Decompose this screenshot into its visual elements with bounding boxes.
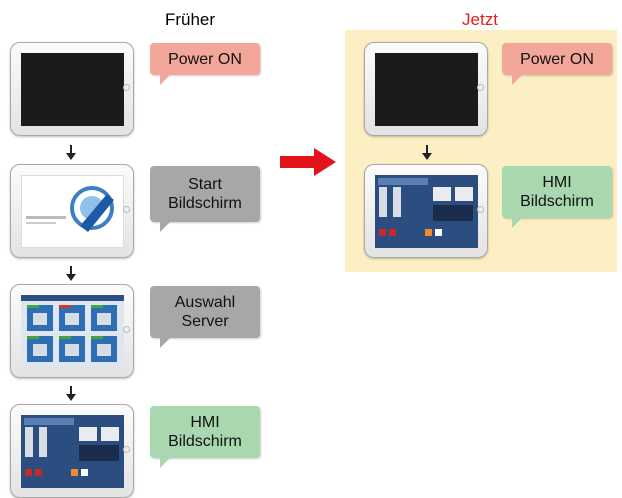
now-column-title: Jetzt xyxy=(462,10,498,29)
arrow-down-icon xyxy=(422,145,432,160)
home-button-icon xyxy=(123,326,130,333)
tablet-icon xyxy=(364,42,488,136)
home-button-icon xyxy=(123,446,130,453)
bubble-line2: Bildschirm xyxy=(520,193,594,210)
black-screen xyxy=(375,53,478,126)
bubble-line1: Power ON xyxy=(520,50,594,68)
hmi-panel-icon xyxy=(375,175,478,248)
arrow-down-icon xyxy=(66,386,76,401)
tablet-icon xyxy=(364,164,488,258)
arrow-right-icon xyxy=(280,148,336,176)
bubble-line1: HMI xyxy=(190,414,220,431)
tablet-icon xyxy=(10,404,134,498)
home-button-icon xyxy=(477,206,484,213)
home-button-icon xyxy=(123,206,130,213)
home-button-icon xyxy=(123,84,130,91)
hmi-panel-icon xyxy=(21,415,124,488)
arrow-down-icon xyxy=(66,266,76,281)
black-screen xyxy=(21,53,124,126)
bubble-line2: Bildschirm xyxy=(168,195,242,212)
hmi-screen xyxy=(21,415,124,488)
bubble-line1: HMI xyxy=(542,174,572,191)
bubble-line1: Auswahl xyxy=(174,294,236,311)
bubble-line2: Server xyxy=(181,313,229,330)
bubble-line1: Start xyxy=(188,176,222,193)
start-screen xyxy=(21,175,124,248)
bubble-line2: Bildschirm xyxy=(168,433,242,450)
power-on-bubble: Power ON xyxy=(502,43,612,85)
home-button-icon xyxy=(477,84,484,91)
hmi-screen xyxy=(375,175,478,248)
start-screen-bubble: Start Bildschirm xyxy=(150,166,260,232)
tablet-icon xyxy=(10,164,134,258)
server-grid-icon xyxy=(21,295,124,362)
hmi-screen-bubble: HMI Bildschirm xyxy=(150,406,260,468)
arrow-down-icon xyxy=(66,145,76,160)
tablet-icon xyxy=(10,284,134,378)
tablet-icon xyxy=(10,42,134,136)
server-select-bubble: Auswahl Server xyxy=(150,286,260,348)
bubble-line1: Power ON xyxy=(168,50,242,68)
before-column-title: Früher xyxy=(164,10,216,29)
logo-icon xyxy=(26,186,114,232)
power-on-bubble: Power ON xyxy=(150,43,260,85)
server-select-screen xyxy=(21,295,124,368)
hmi-screen-bubble: HMI Bildschirm xyxy=(502,166,612,228)
